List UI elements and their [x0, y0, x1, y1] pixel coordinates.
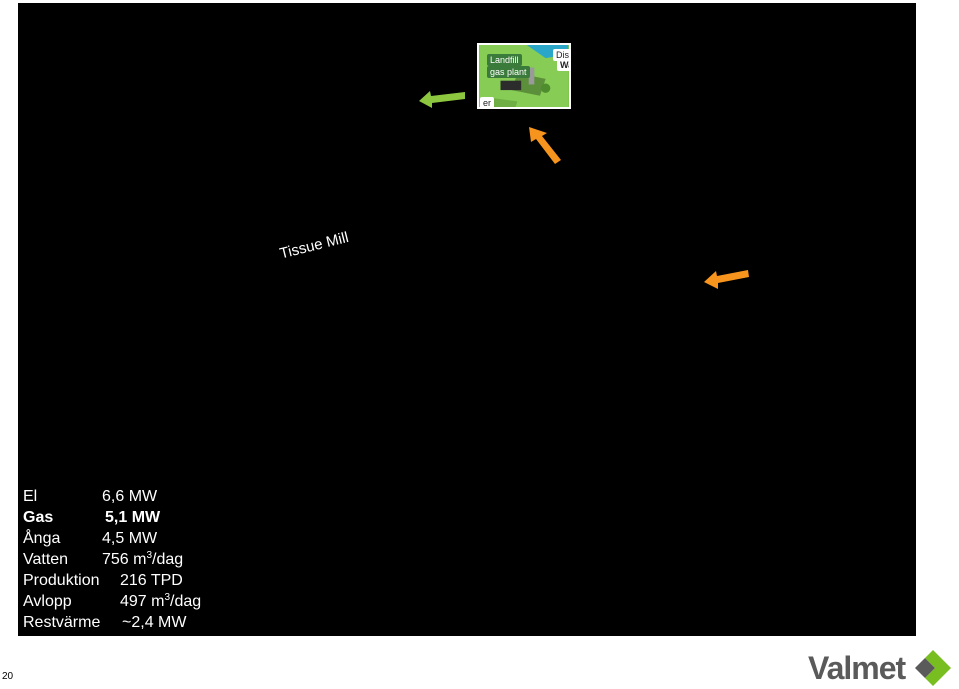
stat-label: Avlopp [23, 593, 72, 610]
stat-value: 4,5 MW [102, 530, 158, 547]
inset-label-gas-plant: gas plant [487, 66, 530, 78]
stat-value-group: 497 m3/dag [120, 591, 201, 612]
stat-value: 5,1 MW [105, 509, 161, 526]
stat-label: Restvärme [23, 614, 101, 631]
inset-label-dist: Dist [553, 49, 569, 61]
landfill-gas-plant-inset: Landfill gas plant Dist Wa er [477, 43, 571, 109]
stat-label: Produktion [23, 572, 100, 589]
stat-superscript: 3 [164, 592, 171, 603]
valmet-logo: Valmet [808, 648, 954, 688]
stat-value: 216 TPD [120, 572, 183, 589]
stat-superscript: 3 [146, 550, 153, 561]
inset-label-er: er [480, 97, 495, 107]
page-number: 20 [2, 671, 14, 682]
diagram-canvas [18, 3, 916, 636]
stat-suffix: /dag [170, 593, 202, 610]
stat-value: ~2,4 MW [122, 614, 187, 631]
stat-label: Vatten [23, 551, 69, 568]
stat-label: Ånga [23, 530, 61, 547]
stat-value: 497 m [120, 593, 165, 610]
inset-label-wa: Wa [557, 59, 569, 71]
inset-label-landfill: Landfill [487, 54, 522, 66]
stat-label: Gas [23, 509, 54, 526]
stat-value: 6,6 MW [102, 488, 158, 505]
logo-arrow-icon [915, 650, 951, 686]
stat-value-group: 756 m3/dag [102, 549, 183, 570]
stat-value: 756 m [102, 551, 147, 568]
stat-suffix: /dag [152, 551, 184, 568]
logo-wordmark: Valmet [808, 650, 906, 686]
stat-label: El [23, 488, 38, 505]
